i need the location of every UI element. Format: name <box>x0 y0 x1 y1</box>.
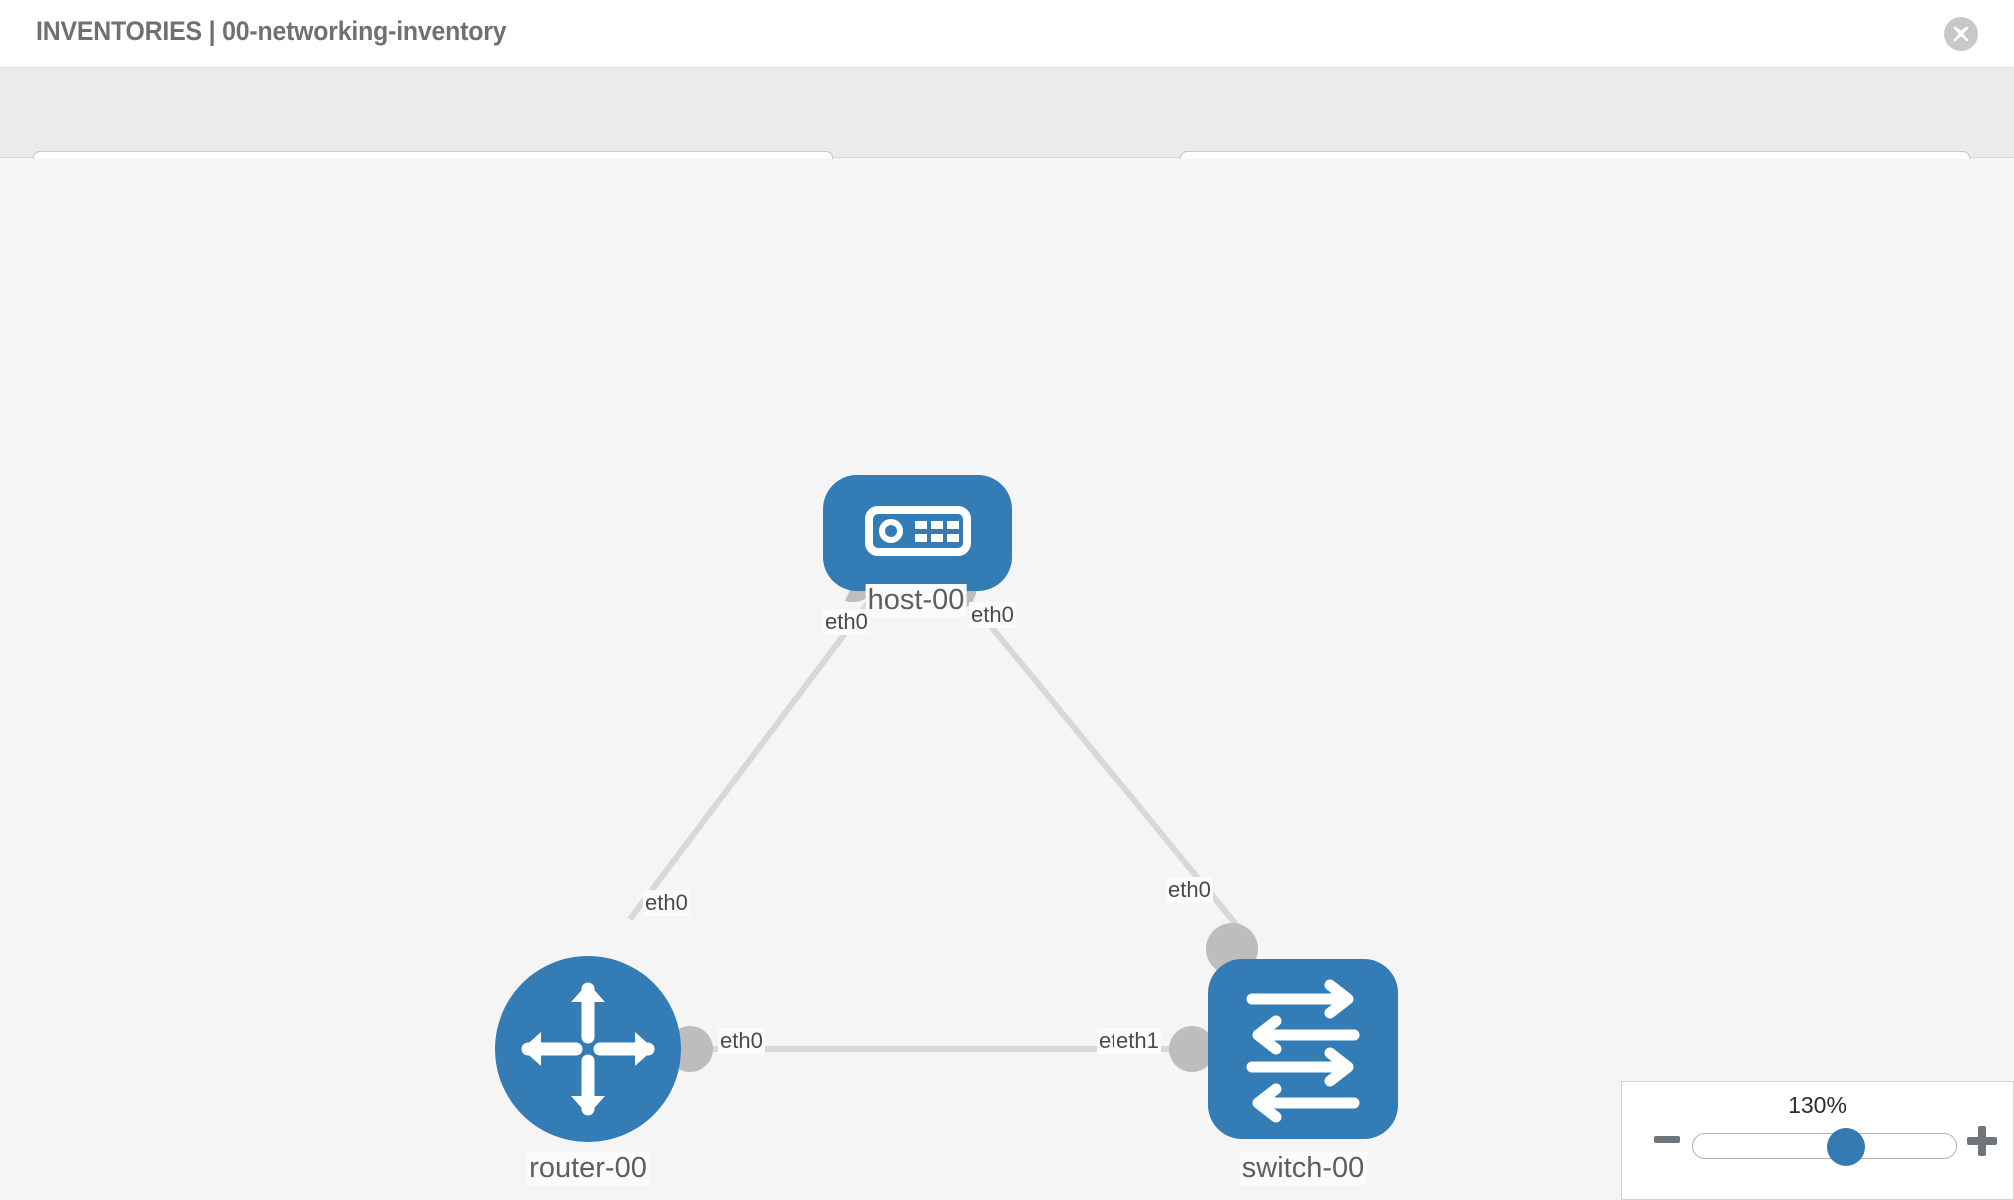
zoom-level-value: 130% <box>1788 1092 1847 1118</box>
zoom-in-button[interactable] <box>1965 1124 1999 1163</box>
topology-canvas[interactable]: host-00 router-00 switch-00 eth0 eth0 et… <box>0 159 2014 1200</box>
page-title: INVENTORIES | 00-networking-inventory <box>36 16 507 46</box>
iface-label-switch-left-b: eth1 <box>1114 1028 1161 1054</box>
node-host-00 <box>823 475 1012 591</box>
title-bar: INVENTORIES | 00-networking-inventory <box>0 0 2014 68</box>
link-host-router <box>627 577 889 921</box>
iface-label-router-right: eth0 <box>718 1028 765 1054</box>
toolbar: ACTIONS SEARCH <box>0 68 2014 203</box>
connector-layer <box>667 559 1258 1072</box>
close-icon[interactable] <box>1944 17 1978 51</box>
zoom-out-button[interactable] <box>1652 1124 1682 1159</box>
iface-label-switch-up: eth0 <box>1166 877 1213 903</box>
iface-label-host-left: eth0 <box>823 609 870 635</box>
link-layer <box>627 577 1251 1052</box>
connector-switch-left <box>1169 1026 1215 1072</box>
iface-label-router-up: eth0 <box>643 890 690 916</box>
node-label-switch-00: switch-00 <box>1239 1152 1367 1185</box>
node-router-00 <box>495 956 681 1142</box>
zoom-slider-thumb[interactable] <box>1826 1128 1865 1166</box>
node-label-router-00: router-00 <box>527 1152 649 1185</box>
iface-label-host-right: eth0 <box>969 602 1016 628</box>
node-switch-00 <box>1208 959 1398 1139</box>
topology-graph <box>495 475 1398 1142</box>
node-label-host-00: host-00 <box>865 584 967 617</box>
zoom-control-panel: 130% <box>1621 1081 2014 1200</box>
zoom-slider[interactable] <box>1692 1128 1957 1166</box>
